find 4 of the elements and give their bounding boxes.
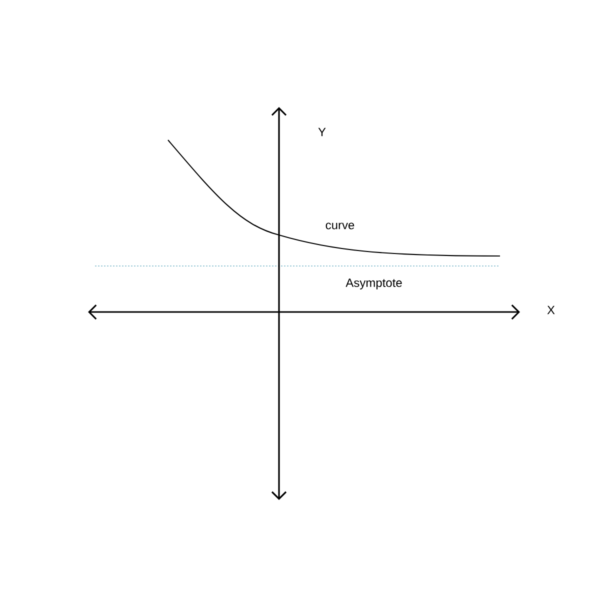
curve-label: curve xyxy=(326,222,354,230)
axis-label: X xyxy=(547,306,555,314)
axis-label: Y xyxy=(318,128,326,136)
asymptote-label: Asymptote xyxy=(346,278,402,290)
